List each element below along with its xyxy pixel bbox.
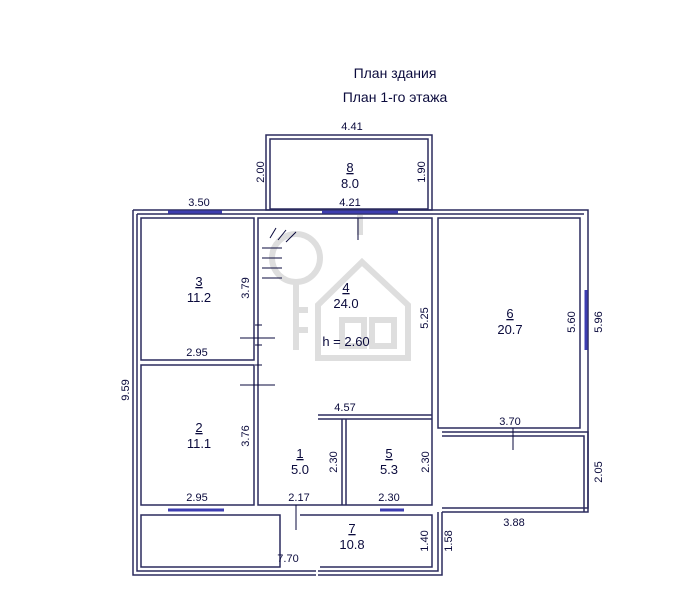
plan-subtitle: План 1-го этажа (342, 89, 448, 105)
room-6-area: 20.7 (497, 322, 522, 337)
dimension-labels: 4.41 3.50 4.21 2.95 4.57 3.70 2.95 2.17 … (120, 121, 605, 565)
dim-porch-left: 2.00 (255, 161, 267, 182)
dim-room2-side: 3.76 (240, 425, 252, 446)
room-3-area: 11.2 (187, 290, 211, 305)
dim-room3-bottom: 2.95 (186, 347, 207, 359)
dim-room2-bottom: 2.95 (186, 492, 207, 504)
dim-porch-width: 4.41 (341, 121, 362, 133)
dim-room1-top: 4.57 (334, 402, 355, 414)
dim-room7-bottom: 7.70 (277, 553, 298, 565)
room-4-area: 24.0 (333, 296, 358, 311)
walls (132, 134, 589, 576)
dim-room4-top: 4.21 (339, 197, 360, 209)
dim-annex-side: 2.05 (593, 461, 605, 482)
plan-title: План здания (353, 65, 437, 81)
room-5-area: 5.3 (380, 462, 398, 477)
door-marks (240, 218, 514, 530)
dim-room6-bottom: 3.70 (499, 416, 520, 428)
dim-room5-bottom: 2.30 (378, 492, 399, 504)
dim-room3-side: 3.79 (240, 277, 252, 298)
dim-room4-side: 5.25 (419, 307, 431, 328)
room-8-area: 8.0 (341, 176, 359, 191)
room-5-number: 5 (385, 446, 392, 461)
windows (168, 210, 588, 512)
room-1-area: 5.0 (291, 462, 309, 477)
room-6-number: 6 (506, 306, 513, 321)
room-8-number: 8 (346, 160, 353, 175)
dim-overall-left: 9.59 (120, 379, 132, 400)
dim-room1-side: 2.30 (328, 451, 340, 472)
dim-room7-side: 1.40 (419, 530, 431, 551)
stairs-icon (262, 227, 297, 279)
room-labels: 8 8.0 3 11.2 4 24.0 h = 2.60 6 20.7 2 11… (187, 160, 523, 552)
room-1-number: 1 (296, 446, 303, 461)
key-house-logo-icon (269, 215, 411, 361)
dim-porch-right: 1.90 (416, 161, 428, 182)
room-3-number: 3 (195, 274, 202, 289)
room-2-area: 11.1 (187, 436, 211, 451)
room-7-number: 7 (348, 521, 355, 536)
room-7-area: 10.8 (339, 537, 364, 552)
dim-room6-outer: 5.96 (593, 311, 605, 332)
room-2-number: 2 (195, 420, 202, 435)
dim-annex-left: 1.58 (443, 530, 455, 551)
dim-annex-bottom: 3.88 (503, 517, 524, 529)
ceiling-height: h = 2.60 (322, 334, 369, 349)
room-4-number: 4 (342, 280, 349, 295)
dim-room5-side: 2.30 (420, 451, 432, 472)
dim-room1-bottom: 2.17 (288, 492, 309, 504)
dim-room6-inner: 5.60 (566, 311, 578, 332)
dim-room3-top: 3.50 (188, 197, 209, 209)
